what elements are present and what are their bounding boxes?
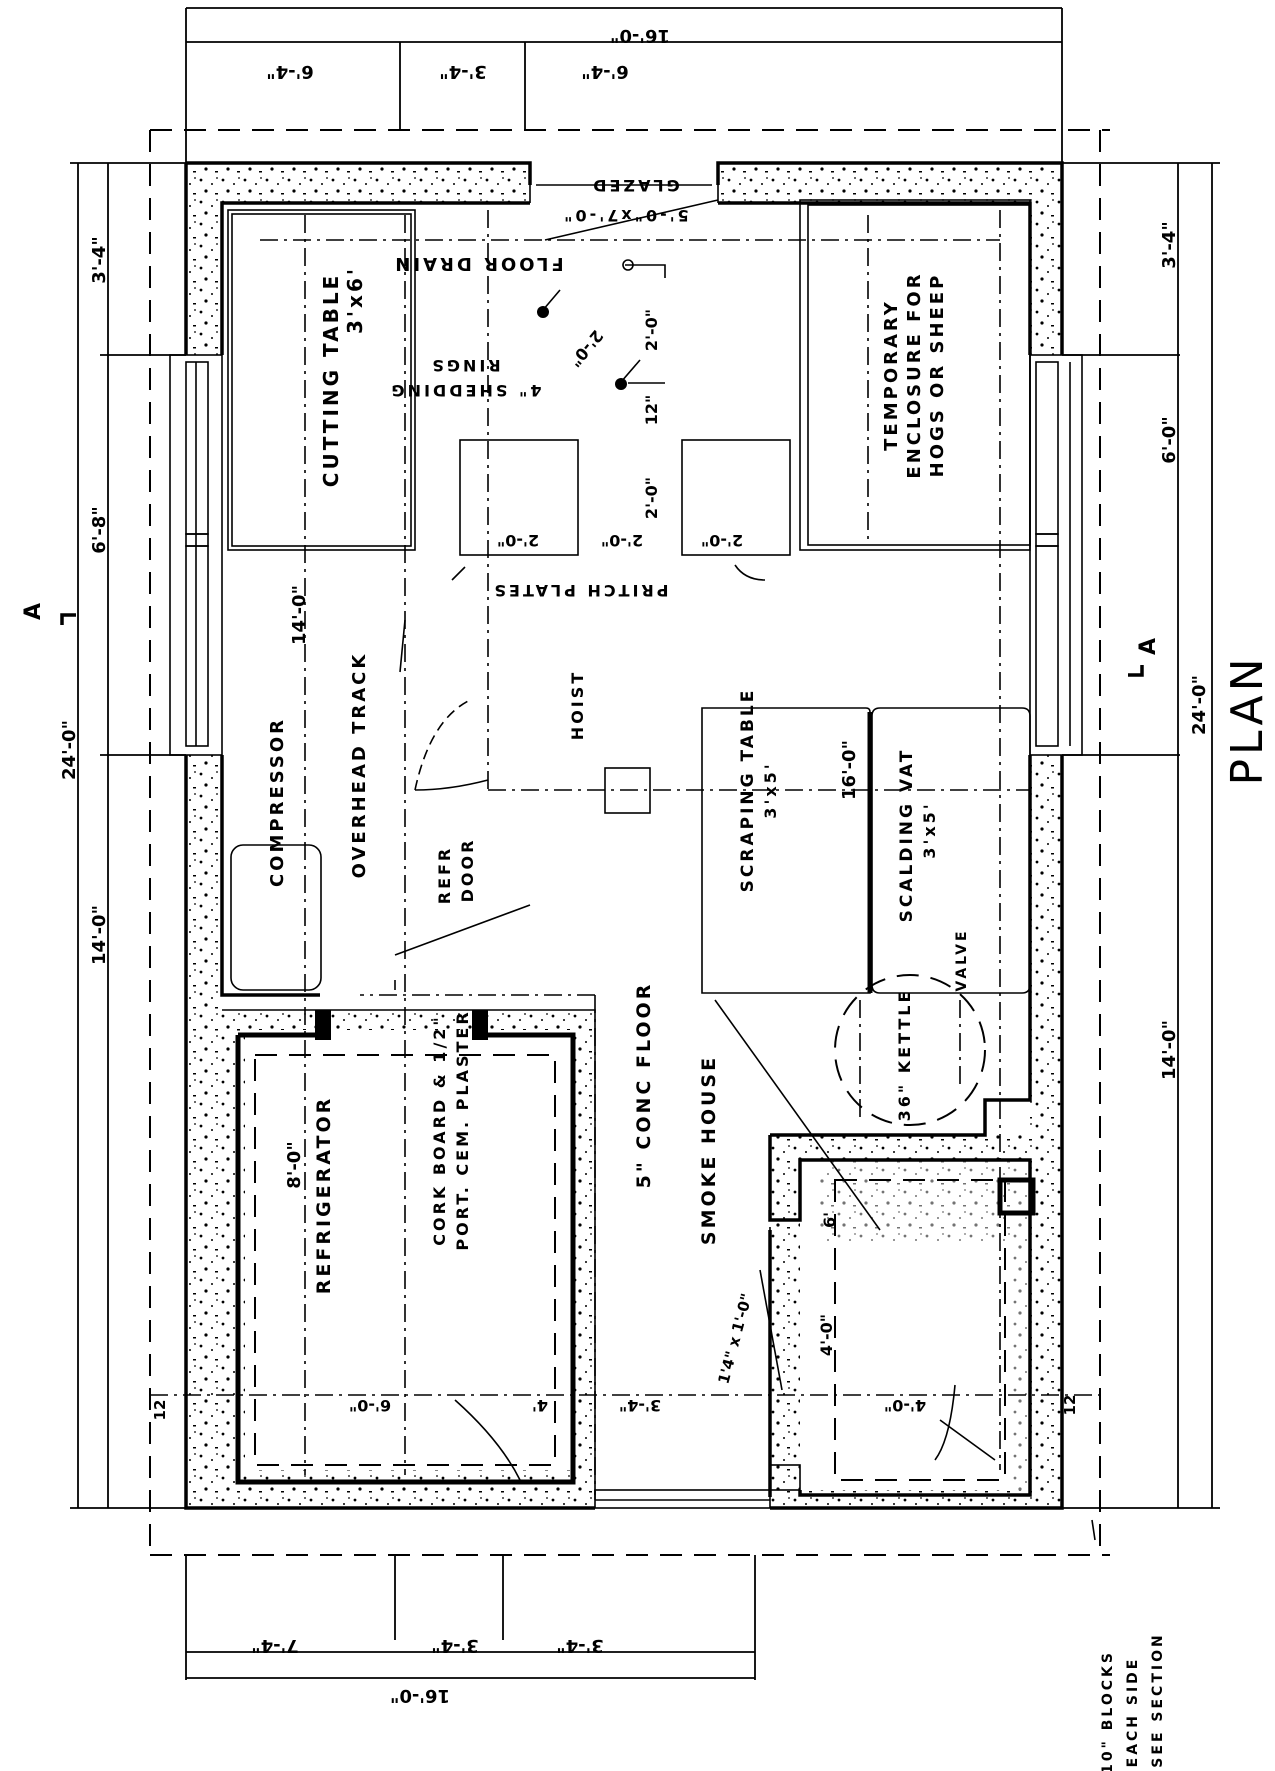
track-lines — [149, 129, 1110, 1556]
scalding-vat-size: 3'x5' — [920, 801, 939, 858]
scraping-table-label: SCRAPING TABLE — [738, 688, 758, 893]
smoke-house-label: SMOKE HOUSE — [698, 1055, 720, 1245]
compressor — [230, 844, 322, 991]
dim-left-seg-3: 14'-0" — [89, 905, 110, 965]
section-marker-right: A — [1136, 635, 1161, 655]
shedding-rings — [537, 259, 666, 390]
pritch-plates-label: PRITCH PLATES — [491, 581, 668, 600]
enclosure-label-3: HOGS OR SHEEP — [927, 273, 948, 478]
dim-bottom-row-3: 3'-4" — [619, 1396, 661, 1415]
conc-floor-label: 5" CONC FLOOR — [633, 982, 655, 1189]
dim-ring-b: 2'-0" — [642, 309, 661, 351]
refr-door-swing — [414, 699, 489, 791]
floor-drain-label: FLOOR DRAIN — [392, 253, 563, 274]
dim-bottom-row-1: 6'-0" — [349, 1396, 391, 1415]
refr-door-label-1: REFR — [435, 846, 454, 905]
window-right — [1029, 354, 1083, 756]
scraping-table-size: 3'x5' — [761, 761, 780, 818]
dimension-lines — [60, 7, 1220, 1680]
plan-title: PLAN — [1222, 654, 1273, 785]
hoist-label: HOIST — [568, 670, 587, 740]
scalding-vat-label: SCALDING VAT — [897, 748, 917, 923]
glazed-label-2: 5'-0"x7'-0" — [561, 206, 689, 225]
dim-plate-gap: 2'-0" — [601, 531, 643, 550]
dim-ring-a: 2'-0" — [565, 326, 607, 370]
dim-left-overall: 24'-0" — [59, 720, 80, 780]
cork-board-label-1: CORK BOARD & 1/2" — [430, 1014, 449, 1246]
dim-top-seg-2: 3'-4" — [439, 61, 486, 82]
dim-left-seg-1: 3'-4" — [89, 236, 110, 283]
section-marker-left: A — [21, 600, 46, 620]
cutting-table-label: CUTTING TABLE — [319, 273, 343, 487]
blocks-note-3: SEE SECTION — [1150, 1632, 1166, 1767]
dim-right-seg-3: 14'-0" — [1159, 1020, 1180, 1080]
wall-mark-right: 12 — [1061, 1395, 1079, 1416]
dim-smoke-6: 6' — [820, 1212, 839, 1228]
enclosure-label-2: ENCLOSURE FOR — [904, 271, 925, 478]
dim-top-seg-3: 6'-4" — [581, 61, 628, 82]
cork-board-label-2: PORT. CEM. PLASTER — [453, 1009, 472, 1250]
shedding-rings-label-2: RINGS — [429, 356, 500, 375]
blocks-note-2: EACH SIDE — [1125, 1657, 1141, 1768]
wall-mark-left: 12 — [151, 1400, 169, 1421]
shedding-rings-label-1: 4" SHEDDING — [389, 381, 542, 400]
dim-top-seg-1: 6'-4" — [266, 61, 313, 82]
dim-track-offset: 14'-0" — [289, 585, 310, 645]
scalding-vat — [867, 707, 1031, 994]
glazed-label-1: GLAZED — [590, 176, 680, 195]
kettle-label: 36" KETTLE — [895, 989, 914, 1122]
dim-bottom-seg-3: 3'-4" — [556, 1635, 603, 1656]
dim-ring-drop: 12" — [642, 395, 661, 426]
cutting-table-size: 3'x6' — [343, 266, 367, 334]
dim-right-overall: 24'-0" — [1189, 675, 1210, 735]
temporary-enclosure — [799, 199, 1031, 551]
dim-plate-h: 2'-0" — [642, 477, 661, 519]
dim-right-seg-2: 6'-0" — [1159, 416, 1180, 463]
pritch-plates — [459, 439, 791, 556]
dim-top-overall: 16'-0" — [610, 25, 670, 46]
dim-track-length: 16'-0" — [839, 740, 860, 800]
dim-bottom-seg-1: 7'-4" — [251, 1635, 298, 1656]
dim-right-seg-1: 3'-4" — [1159, 221, 1180, 268]
dim-plate-w1: 2'-0" — [497, 531, 539, 550]
compressor-label: COMPRESSOR — [267, 717, 288, 887]
valve-label: VALVE — [954, 928, 970, 991]
blocks-note-1: 10" BLOCKS — [1100, 1650, 1116, 1771]
enclosure-label-1: TEMPORARY — [881, 299, 902, 451]
dim-bottom-overall: 16'-0" — [390, 1685, 450, 1706]
window-left — [169, 354, 223, 756]
dim-smoke-4: 4'-0" — [817, 1314, 836, 1356]
refrigerator-dim: 8'-0" — [284, 1141, 305, 1188]
dim-bottom-row-2: 4' — [532, 1396, 548, 1415]
leader-lines — [394, 199, 1096, 1541]
smoke-house — [768, 1098, 1036, 1497]
refrigerator-label: REFRIGERATOR — [313, 1096, 335, 1294]
smoke-opening-label: 1'4" x 1'-0" — [714, 1291, 755, 1385]
refr-door-label-2: DOOR — [458, 838, 477, 903]
kettle — [834, 974, 986, 1126]
dim-bottom-seg-2: 3'-4" — [431, 1635, 478, 1656]
overhead-track-label: OVERHEAD TRACK — [349, 652, 370, 879]
cutting-table — [227, 209, 416, 551]
dim-left-seg-2: 6'-8" — [89, 506, 110, 553]
dim-bottom-row-4: 4'-0" — [884, 1396, 926, 1415]
dim-plate-w2: 2'-0" — [701, 531, 743, 550]
